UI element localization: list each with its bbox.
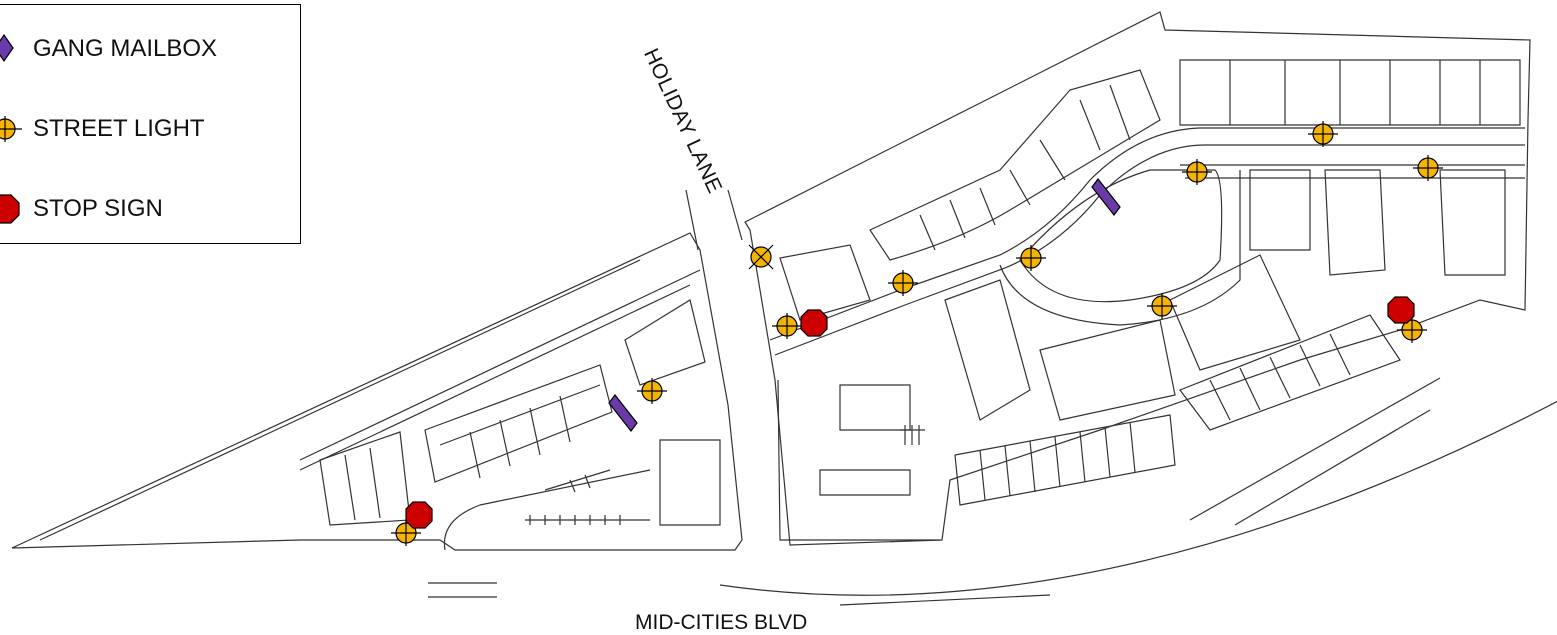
street-light-marker-crossed <box>748 244 774 270</box>
legend-row-street-light: STREET LIGHT <box>0 107 299 147</box>
street-light-marker <box>1147 293 1177 319</box>
street-light-marker <box>1182 159 1212 185</box>
stop-sign-marker <box>405 501 433 529</box>
street-label-mid-cities-blvd: MID-CITIES BLVD <box>635 611 808 634</box>
legend-label-mailbox: GANG MAILBOX <box>33 35 218 62</box>
street-light-marker <box>391 520 421 546</box>
street-light-marker <box>1016 245 1046 271</box>
stop-sign-icon <box>0 194 20 224</box>
gang-mailbox-icon <box>0 33 14 63</box>
street-light-marker <box>888 270 918 296</box>
gang-mailbox-marker <box>1091 178 1121 216</box>
street-light-marker <box>637 378 667 404</box>
street-light-marker <box>772 313 802 339</box>
legend-label-street-light: STREET LIGHT <box>33 115 205 142</box>
street-light-icon <box>0 116 22 142</box>
marker-layer <box>391 121 1443 546</box>
street-light-marker <box>1397 317 1427 343</box>
street-light-marker <box>1308 121 1338 147</box>
stop-sign-marker <box>1387 296 1415 324</box>
legend-label-stop-sign: STOP SIGN <box>33 195 163 222</box>
street-light-marker <box>1413 155 1443 181</box>
map-legend: GANG MAILBOX STREET LIGHT STOP SIGN <box>0 4 301 244</box>
gang-mailbox-marker <box>608 394 638 432</box>
legend-row-mailbox: GANG MAILBOX <box>0 27 299 67</box>
stop-sign-marker <box>800 309 828 337</box>
legend-row-stop-sign: STOP SIGN <box>0 187 299 227</box>
